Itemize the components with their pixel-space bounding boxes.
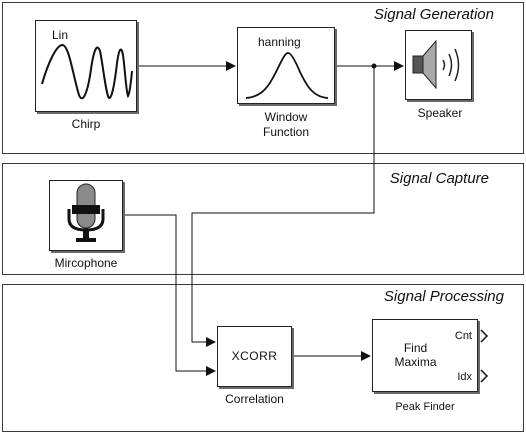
wire-window-to-correlation <box>191 66 375 347</box>
speaker-block[interactable] <box>405 30 472 100</box>
cnt-port-label: Cnt <box>454 330 472 342</box>
chirp-block[interactable]: Lin <box>35 20 137 112</box>
output-port-icon <box>480 369 489 383</box>
window-caption-line1: Window <box>264 110 308 124</box>
wire-microphone-to-correlation <box>125 214 216 376</box>
correlation-caption: Correlation <box>225 392 284 406</box>
window-function-block[interactable]: hanning <box>237 27 335 104</box>
chirp-waveform-icon <box>41 44 133 100</box>
chirp-type-label: Lin <box>52 28 69 42</box>
microphone-icon <box>67 183 105 242</box>
hanning-window-icon <box>245 52 329 99</box>
signal-processing-title: Signal Processing <box>383 288 504 305</box>
idx-port-label: Idx <box>457 371 472 383</box>
window-type-label: hanning <box>258 35 301 49</box>
peak-finder-label-line2: Maxima <box>394 355 437 369</box>
window-function-caption: Window Function <box>237 110 335 140</box>
correlation-block[interactable]: XCORR <box>217 326 292 387</box>
output-port-icon <box>480 329 489 343</box>
signal-capture-title: Signal Capture <box>389 170 489 187</box>
peak-finder-label-line1: Find <box>403 341 428 355</box>
signal-generation-title: Signal Generation <box>373 6 494 23</box>
microphone-block[interactable] <box>49 180 123 251</box>
peak-finder-block[interactable]: Find Maxima Cnt Idx <box>372 319 478 392</box>
chirp-caption: Chirp <box>71 117 101 131</box>
speaker-caption: Speaker <box>417 106 463 120</box>
peak-finder-caption: Peak Finder <box>395 401 455 413</box>
correlation-label: XCORR <box>231 349 278 363</box>
window-caption-line2: Function <box>262 125 310 139</box>
speaker-icon <box>412 39 460 90</box>
microphone-caption: Mircophone <box>54 256 118 270</box>
